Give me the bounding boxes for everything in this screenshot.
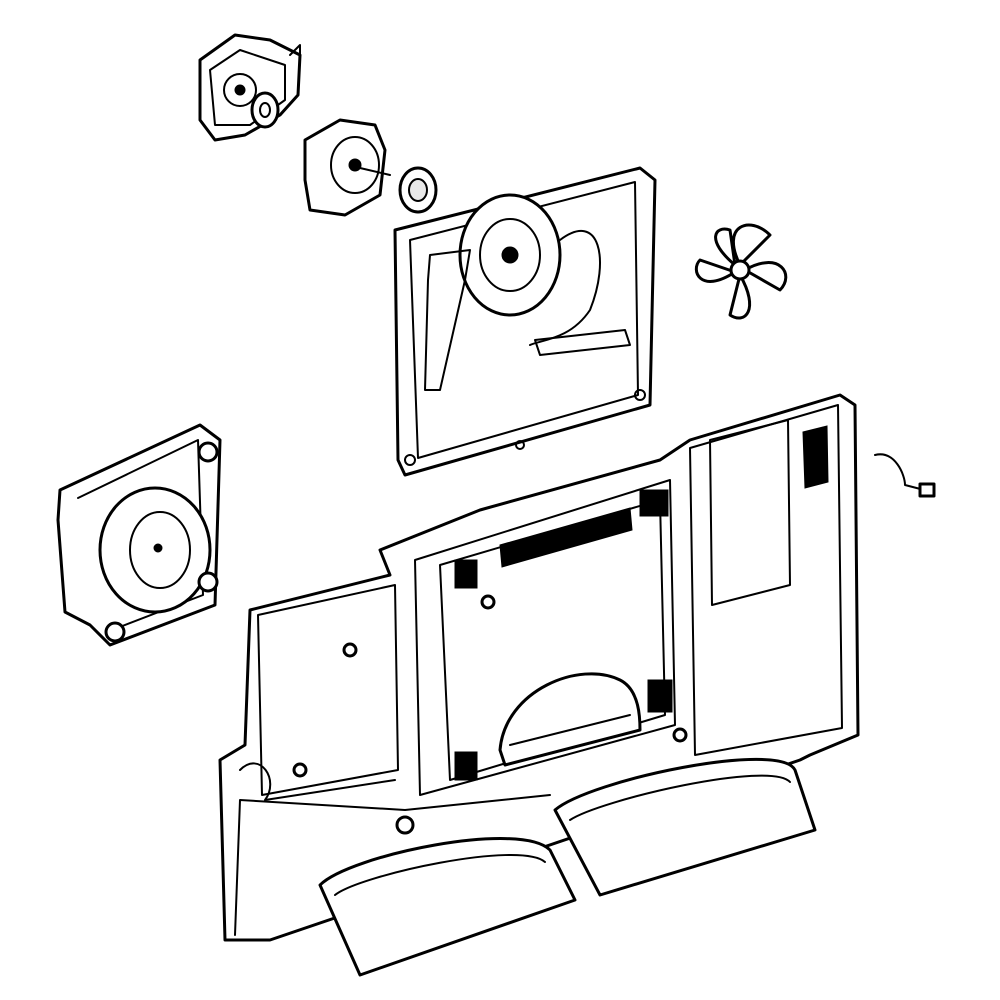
wire-harness [874,453,936,498]
gear [398,166,438,214]
main-panel [218,393,860,977]
damper-assembly [198,33,302,142]
evaporator-fan-assembly [56,423,222,647]
gear-disc [250,91,280,129]
fan-blade [694,223,788,320]
fan-shroud [393,166,657,477]
motor [303,118,391,217]
